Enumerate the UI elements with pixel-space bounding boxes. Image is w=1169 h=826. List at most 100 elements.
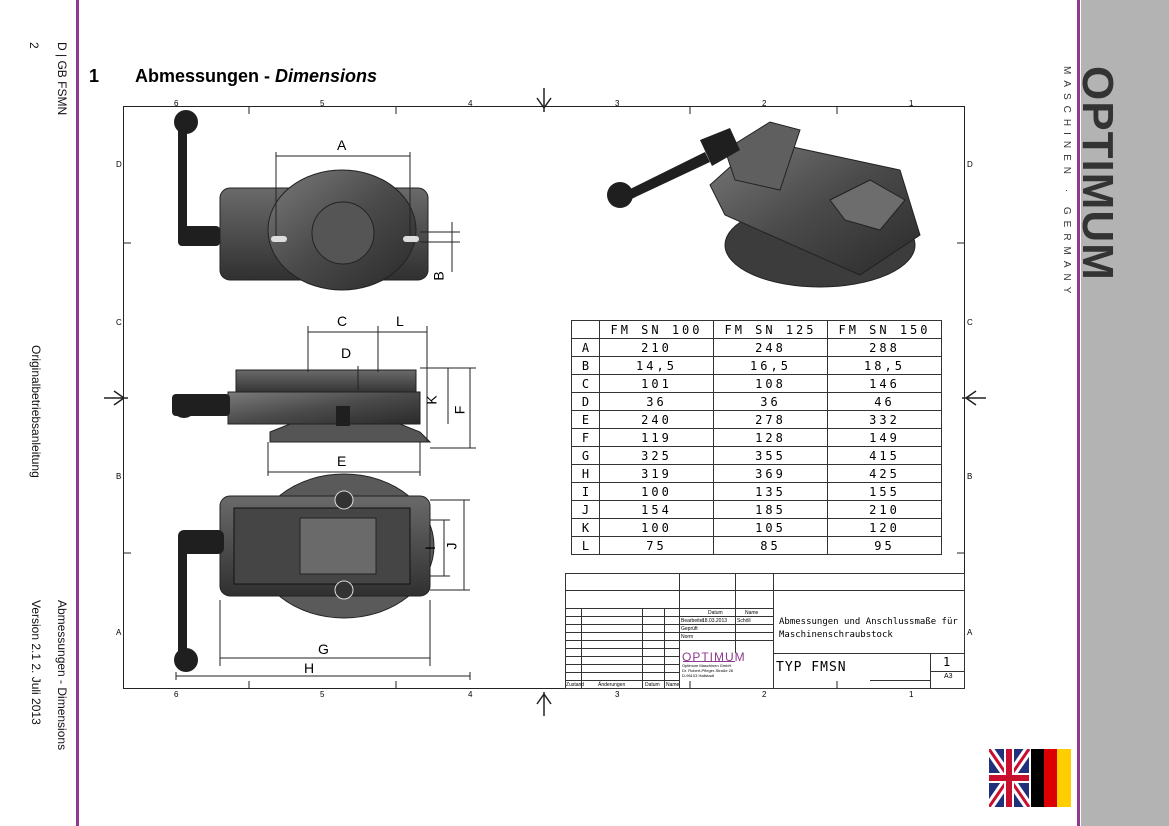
table-cell: 14,5 xyxy=(599,356,714,375)
table-cell: 101 xyxy=(599,374,714,393)
table-cell: 120 xyxy=(827,518,942,537)
table-cell: 16,5 xyxy=(713,356,828,375)
tb-type: TYP FMSN xyxy=(776,660,847,675)
table-cell: 75 xyxy=(599,536,714,555)
tb-description-line2: Maschinenschraubstock xyxy=(779,630,893,640)
tb-logo-underline xyxy=(683,661,735,662)
section-number: 1 xyxy=(89,66,100,86)
row-key: K xyxy=(571,518,600,537)
grid-number-4: 4 xyxy=(468,99,473,108)
tb-bearb-label: Bearbeitet xyxy=(681,618,704,624)
title-block-line xyxy=(565,640,773,641)
title-block-line xyxy=(581,608,582,689)
grid-letter-b-right: B xyxy=(967,472,973,481)
title-block-line xyxy=(773,573,774,689)
page-title: Abmessungen - Dimensions xyxy=(135,66,378,86)
table-cell: 185 xyxy=(713,500,828,519)
table-cell: 18,5 xyxy=(827,356,942,375)
table-cell: 85 xyxy=(713,536,828,555)
tb-address-line: Optimum Maschinen GmbH xyxy=(682,663,732,668)
tb-status-label: Zustand xyxy=(566,682,585,688)
table-cell: 108 xyxy=(713,374,828,393)
table-header-row: FM SN 100 FM SN 125 FM SN 150 xyxy=(571,320,942,339)
dim-label-h: H xyxy=(304,660,315,676)
table-cell: 146 xyxy=(827,374,942,393)
germany-flag-icon xyxy=(1031,749,1071,807)
tb-description-line1: Abmessungen und Anschlussmaße für xyxy=(779,617,958,627)
table-corner-cell xyxy=(571,320,600,339)
title-block-line xyxy=(642,608,643,689)
tb-datum-label: Datum xyxy=(708,610,723,616)
table-cell: 319 xyxy=(599,464,714,483)
table-cell: 105 xyxy=(713,518,828,537)
table-cell: 425 xyxy=(827,464,942,483)
table-cell: 210 xyxy=(827,500,942,519)
dim-label-a: A xyxy=(337,137,347,153)
table-cell: 154 xyxy=(599,500,714,519)
table-cell: 240 xyxy=(599,410,714,429)
grid-letter-c-left: C xyxy=(116,318,122,327)
title-block-line xyxy=(565,590,773,591)
title-block-line xyxy=(870,680,930,681)
title-block-line xyxy=(565,672,679,673)
grid-number-6-bottom: 6 xyxy=(174,690,179,699)
table-cell: 128 xyxy=(713,428,828,447)
table-cell: 36 xyxy=(713,392,828,411)
title-block-line xyxy=(565,680,679,681)
title-block-line xyxy=(565,664,679,665)
row-key: E xyxy=(571,410,600,429)
title-block-line xyxy=(565,608,773,609)
row-key: F xyxy=(571,428,600,447)
grid-letter-b-left: B xyxy=(116,472,122,481)
table-cell: 135 xyxy=(713,482,828,501)
table-header-cell: FM SN 125 xyxy=(713,320,828,339)
table-header-cell: FM SN 100 xyxy=(599,320,714,339)
title-block-line xyxy=(773,653,965,654)
table-cell: 248 xyxy=(713,338,828,357)
grid-number-4-bottom: 4 xyxy=(468,690,473,699)
row-key: D xyxy=(571,392,600,411)
title-block-line xyxy=(565,616,773,617)
tb-name2-label: Name xyxy=(666,682,680,688)
tb-logo: OPTIMUM xyxy=(682,650,746,664)
brand-panel xyxy=(1081,0,1169,826)
title-block-line xyxy=(664,608,665,689)
dim-label-c: C xyxy=(337,313,348,329)
grid-number-3-bottom: 3 xyxy=(615,690,620,699)
language-flags xyxy=(989,749,1071,807)
table-cell: 149 xyxy=(827,428,942,447)
tb-bearb-date: 18.03.2013 xyxy=(702,618,728,624)
tb-sheet-number: 1 xyxy=(943,655,951,669)
table-cell: 100 xyxy=(599,518,714,537)
dim-label-g: G xyxy=(318,641,329,657)
tb-format: A3 xyxy=(944,673,953,680)
grid-number-1-bottom: 1 xyxy=(909,690,914,699)
row-key: I xyxy=(571,482,600,501)
grid-letter-c-right: C xyxy=(967,318,973,327)
tb-address-line: D-96103 Hallstadt xyxy=(682,673,715,678)
title-block-line xyxy=(930,671,965,672)
table-cell: 95 xyxy=(827,536,942,555)
tb-gepr-label: Geprüft xyxy=(681,626,698,632)
tb-norm-label: Norm xyxy=(681,634,694,640)
tb-date2-label: Datum xyxy=(645,682,660,688)
table-cell: 288 xyxy=(827,338,942,357)
tb-address: Optimum Maschinen GmbH Dr. Robert-Pflege… xyxy=(682,663,733,678)
tb-name-label: Name xyxy=(745,610,759,616)
title-block-line xyxy=(773,590,965,591)
row-key: L xyxy=(571,536,600,555)
row-key: B xyxy=(571,356,600,375)
grid-letter-a-right: A xyxy=(967,628,973,637)
table-cell: 210 xyxy=(599,338,714,357)
table-cell: 155 xyxy=(827,482,942,501)
